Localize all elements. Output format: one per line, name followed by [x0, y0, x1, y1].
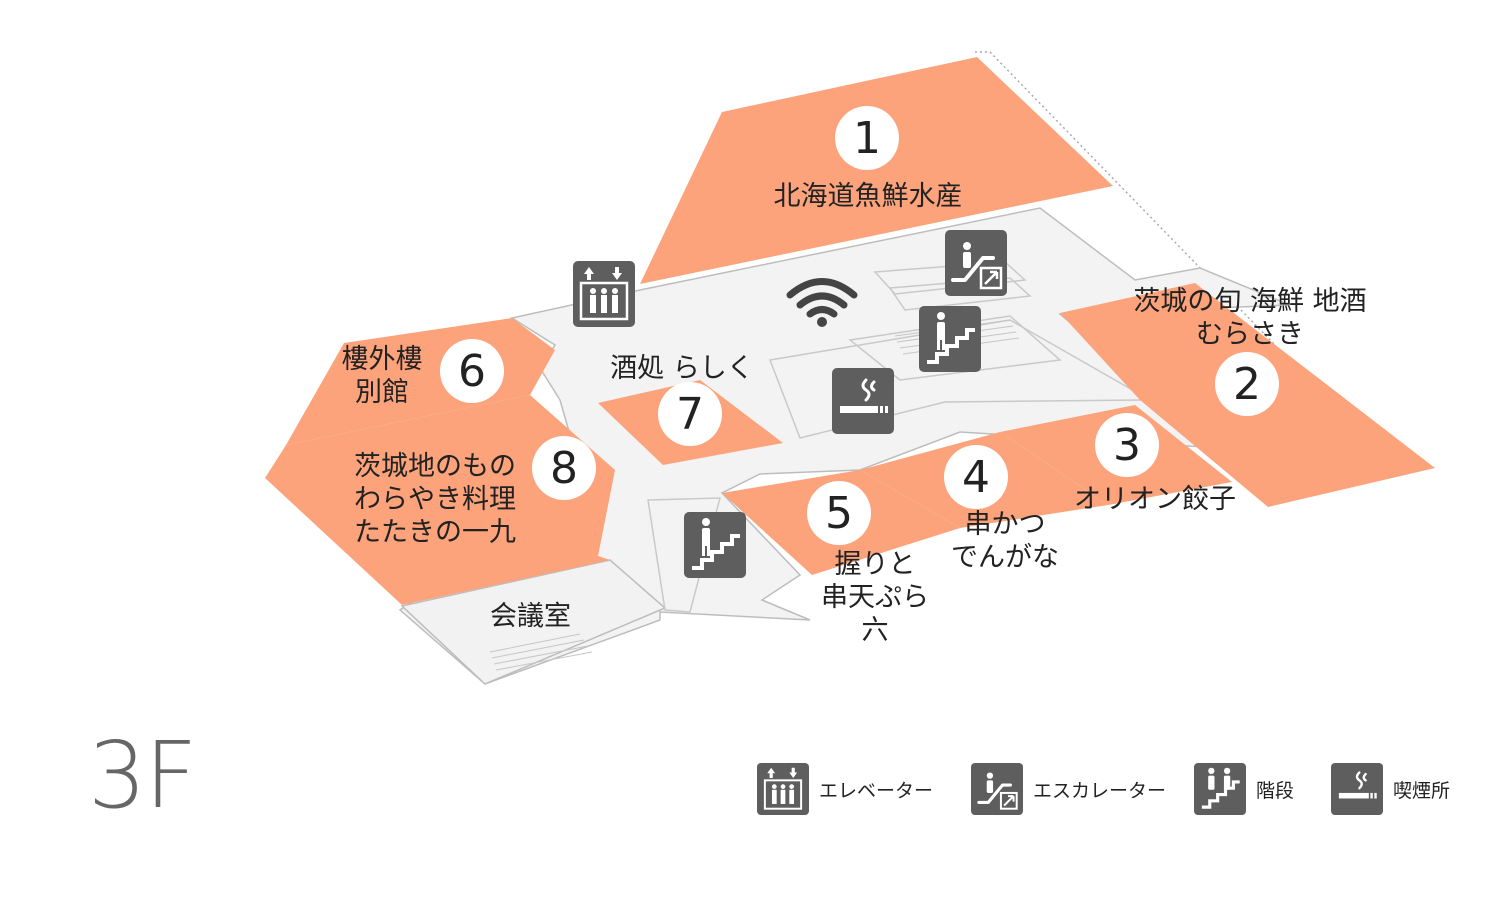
shop-number-1[interactable]: 1 [835, 106, 899, 170]
shop-name-3[interactable]: オリオン餃子 [1060, 483, 1250, 516]
legend-smoking: 喫煙所 [1331, 763, 1450, 815]
stairs-icon [1194, 763, 1246, 815]
shop-name-line: 樓外樓 [341, 344, 423, 375]
stairs-icon[interactable] [684, 512, 746, 578]
shop-number-2[interactable]: 2 [1215, 352, 1279, 416]
legend-label: エスカレーター [1033, 779, 1167, 802]
wifi-icon [786, 278, 858, 318]
shop-name-6[interactable]: 樓外樓 別館 [322, 343, 442, 409]
meeting-room-label: 会議室 [490, 601, 571, 632]
legend-label: 喫煙所 [1393, 779, 1451, 802]
shop-number-6[interactable]: 6 [440, 339, 504, 403]
building-outline [975, 51, 1276, 346]
meeting-room-hatch [489, 633, 593, 671]
escalator-icon [971, 763, 1023, 815]
stairs-icon[interactable] [919, 306, 981, 372]
shop-name-line: 六 [861, 615, 889, 646]
shop-number-7[interactable]: 7 [658, 382, 722, 446]
shop-number-5[interactable]: 5 [807, 481, 871, 545]
shop-name-line: 酒処 らしく [610, 353, 754, 384]
shop-name-7[interactable]: 酒処 らしく [602, 352, 762, 385]
legend-label: 階段 [1256, 779, 1295, 802]
shop-name-line: わらやき料理 [354, 484, 516, 515]
shop-name-line: 茨城の旬 海鮮 地酒 [1133, 286, 1367, 317]
shop-name-line: 別館 [355, 377, 409, 408]
shop-name-line: オリオン餃子 [1074, 484, 1236, 515]
shop-name-5[interactable]: 握りと 串天ぷら 六 [805, 548, 945, 647]
shop-name-line: 北海道魚鮮水産 [773, 181, 963, 212]
floor-label: 3F [88, 722, 197, 829]
legend-label: エレベーター [819, 779, 934, 802]
shop-name-4[interactable]: 串かつ でんがな [935, 508, 1075, 574]
shop-number-3[interactable]: 3 [1095, 413, 1159, 477]
shop-name-1[interactable]: 北海道魚鮮水産 [748, 180, 988, 213]
elevator-icon[interactable] [573, 261, 635, 327]
elevator-icon [757, 763, 809, 815]
shop-name-2[interactable]: 茨城の旬 海鮮 地酒 むらさき [1115, 285, 1385, 351]
shop-name-line: たたきの一九 [354, 517, 516, 548]
shop-area-8[interactable] [265, 395, 615, 605]
legend-stairs: 階段 [1194, 763, 1294, 815]
legend-elevator: エレベーター [757, 763, 933, 815]
shop-name-line: 握りと [834, 549, 916, 580]
escalator-icon[interactable] [945, 230, 1007, 296]
smoking-icon[interactable] [832, 368, 894, 434]
shop-name-8[interactable]: 茨城地のもの わらやき料理 たたきの一九 [330, 450, 540, 549]
shop-name-line: でんがな [951, 542, 1059, 573]
shop-number-8[interactable]: 8 [532, 436, 596, 500]
shop-name-line: むらさき [1196, 319, 1304, 350]
shop-area-1[interactable] [640, 57, 1113, 284]
shop-name-line: 串天ぷら [821, 582, 929, 613]
wifi-icon-dot [817, 317, 827, 327]
legend-escalator: エスカレーター [971, 763, 1166, 815]
shop-name-line: 串かつ [964, 509, 1046, 540]
shop-name-line: 茨城地のもの [354, 451, 516, 482]
smoking-icon [1331, 763, 1383, 815]
shop-number-4[interactable]: 4 [944, 445, 1008, 509]
